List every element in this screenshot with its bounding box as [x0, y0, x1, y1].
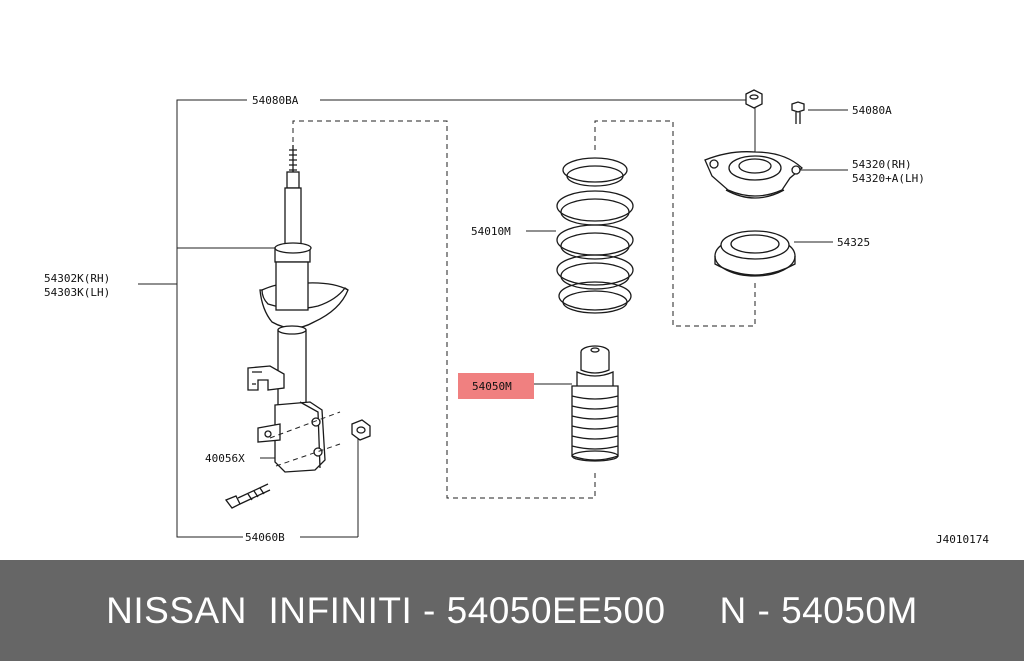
assembly-dashed-lines: [292, 120, 756, 499]
label-54080ba: 54080BA: [252, 94, 299, 107]
label-54050m: 54050M: [472, 380, 512, 393]
label-54302k: 54302K(RH): [44, 272, 110, 285]
part-highlight: [458, 373, 534, 399]
label-54320-lh: 54320+A(LH): [852, 172, 925, 185]
label-54060b: 54060B: [245, 531, 285, 544]
strut-assembly: [224, 145, 371, 509]
label-54010m: 54010M: [471, 225, 511, 238]
parts-diagram: 54080BA 54080A 54320(RH) 54320+A(LH) 540…: [44, 89, 989, 546]
label-54325: 54325: [837, 236, 870, 249]
label-54320-rh: 54320(RH): [852, 158, 912, 171]
label-40056x: 40056X: [205, 452, 245, 465]
label-54080a: 54080A: [852, 104, 892, 117]
strut-mount: [704, 89, 805, 199]
diagram-code: J4010174: [936, 533, 989, 546]
mount-bearing: [714, 230, 796, 277]
coil-spring: [556, 157, 634, 314]
footer-part-title: NISSAN INFINITI - 54050EE500 N - 54050M: [106, 589, 918, 631]
footer-bar: NISSAN INFINITI - 54050EE500 N - 54050M: [0, 560, 1024, 661]
label-54303k: 54303K(LH): [44, 286, 110, 299]
bump-stop: [571, 345, 619, 462]
